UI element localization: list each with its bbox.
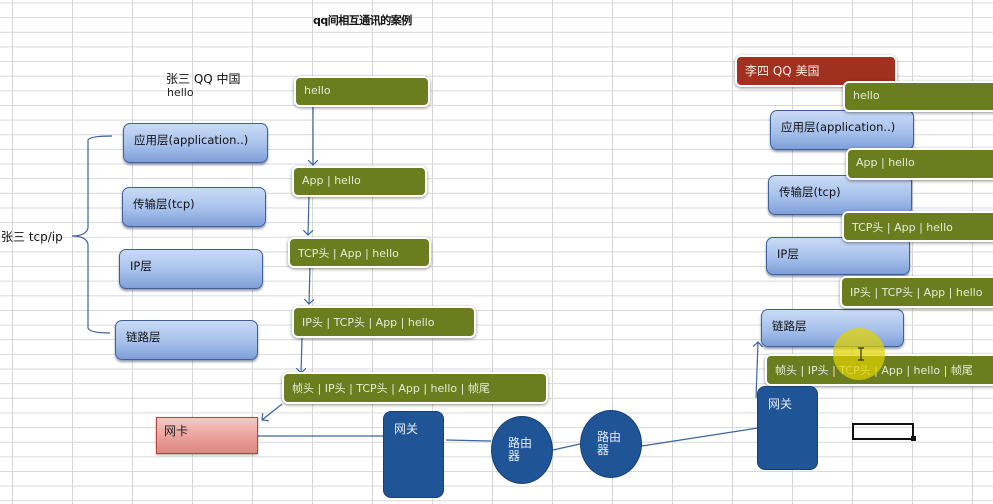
receiver-gateway: 网关 bbox=[757, 386, 818, 470]
sender-packet-tcp: TCP头 | App | hello bbox=[288, 237, 431, 268]
sender-heading: 张三 QQ 中国 bbox=[166, 72, 241, 86]
link-router2-gateway2 bbox=[641, 427, 759, 447]
sender-packet-app: App | hello bbox=[292, 166, 427, 197]
router-2-label: 路由器 bbox=[597, 430, 622, 457]
fill-handle[interactable] bbox=[911, 436, 916, 441]
sender-packet-hello: hello bbox=[294, 76, 430, 107]
receiver-layer-transport: 传输层(tcp) bbox=[768, 175, 912, 215]
sender-layer-application: 应用层(application..) bbox=[123, 123, 268, 163]
receiver-packet-app: App | hello bbox=[846, 148, 993, 180]
sender-layer-link: 链路层 bbox=[115, 320, 258, 360]
sender-packet-ip: IP头 | TCP头 | App | hello bbox=[292, 306, 476, 338]
arrow-gateway2-to-link bbox=[756, 342, 758, 399]
router-1: 路由器 bbox=[491, 416, 553, 484]
arrow-app-to-tcp bbox=[308, 193, 309, 235]
sender-packet-frame: 帧头 | IP头 | TCP头 | App | hello | 帧尾 bbox=[282, 372, 548, 404]
router-1-label: 路由器 bbox=[508, 436, 533, 463]
receiver-packet-tcp: TCP头 | App | hello bbox=[842, 211, 993, 242]
link-router1-router2 bbox=[552, 443, 581, 451]
receiver-layer-ip: IP层 bbox=[766, 237, 910, 275]
sender-stack-label: 张三 tcp/ip bbox=[1, 230, 63, 244]
diagram-title: qq间相互通讯的案例 bbox=[313, 14, 412, 27]
router-2: 路由器 bbox=[580, 410, 642, 478]
network-card: 网卡 bbox=[156, 417, 258, 454]
text-cursor-icon bbox=[857, 346, 865, 361]
cursor-highlight bbox=[833, 328, 885, 380]
receiver-packet-hello: hello bbox=[843, 81, 993, 112]
arrow-tcp-to-ip bbox=[309, 265, 310, 304]
selected-cell[interactable] bbox=[852, 423, 914, 440]
sender-layer-ip: IP层 bbox=[119, 249, 263, 289]
arrow-frame-to-nic bbox=[262, 403, 283, 420]
stack-bracket bbox=[71, 135, 113, 334]
arrow-ip-to-frame bbox=[301, 337, 302, 373]
receiver-layer-link: 链路层 bbox=[761, 309, 904, 347]
receiver-layer-application: 应用层(application..) bbox=[770, 110, 914, 150]
sender-gateway: 网关 bbox=[383, 411, 444, 498]
sender-layer-transport: 传输层(tcp) bbox=[122, 187, 266, 227]
receiver-packet-ip: IP头 | TCP头 | App | hello bbox=[840, 276, 993, 308]
sender-message: hello bbox=[167, 86, 194, 99]
link-gateway-router1 bbox=[445, 439, 492, 442]
